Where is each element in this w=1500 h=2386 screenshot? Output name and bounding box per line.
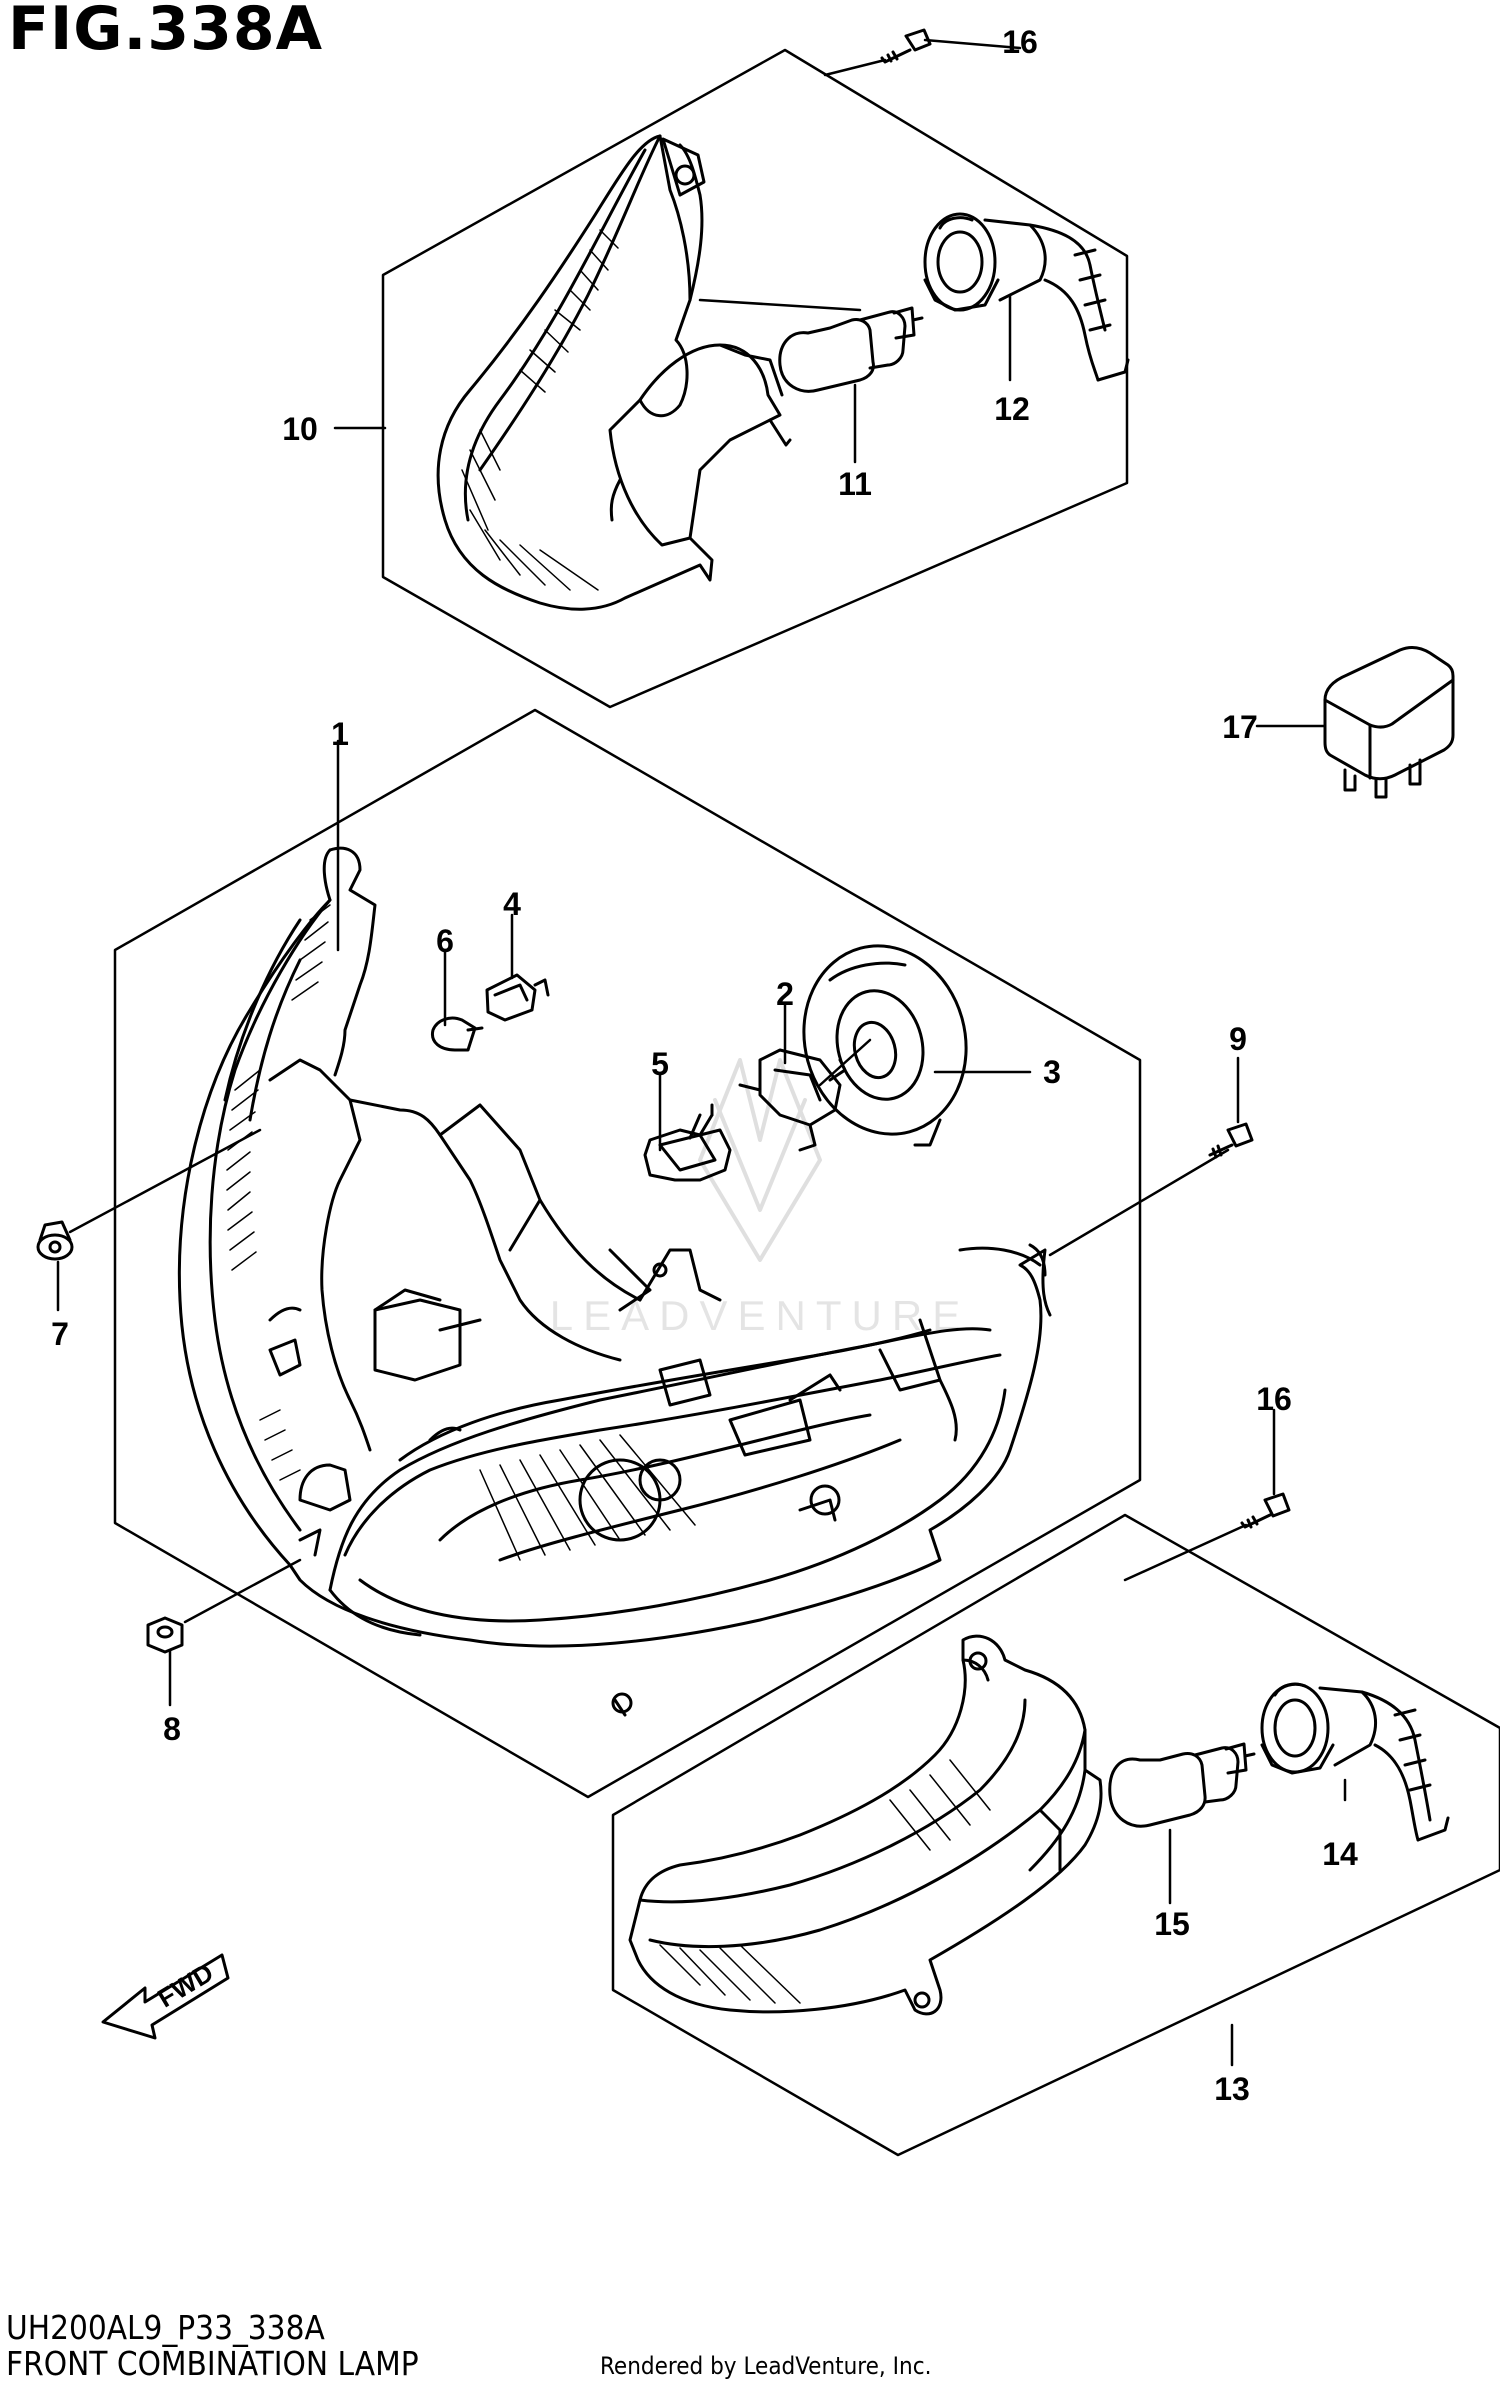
fwd-arrow (101, 1953, 230, 2040)
callout-10: 10 (282, 411, 318, 447)
callout-13: 13 (1214, 2071, 1250, 2107)
figure-title: FIG.338A (8, 0, 324, 64)
watermark-logo (698, 1058, 822, 1262)
callout-5: 5 (651, 1046, 669, 1082)
callout-15: 15 (1154, 1906, 1190, 1942)
bulb-6 (430, 1016, 484, 1052)
box-upper-signal (381, 48, 1129, 709)
diagram-code: UH200AL9_P33_338A (6, 2308, 325, 2347)
upper-socket-12 (923, 212, 1130, 382)
watermark-text: LEADVENTURE (550, 1292, 970, 1339)
leader-lines (56, 38, 1347, 2067)
lower-turn-signal-housing (628, 1634, 1103, 2016)
callout-1: 1 (331, 716, 349, 752)
callout-16-bottom: 16 (1256, 1381, 1292, 1417)
dust-cover-3 (802, 944, 968, 1147)
callout-4: 4 (503, 886, 521, 922)
nut-8 (146, 1616, 184, 1654)
relay-17 (1323, 645, 1455, 799)
upper-bulb-11 (778, 306, 924, 393)
callout-8: 8 (163, 1711, 181, 1747)
callout-12: 12 (994, 391, 1030, 427)
lower-socket-14 (1260, 1682, 1450, 1842)
callout-17: 17 (1222, 709, 1258, 745)
headlamp-bulb-5 (643, 1103, 732, 1182)
upper-turn-signal-housing (436, 134, 792, 611)
callout-11: 11 (838, 466, 872, 502)
screw-16-bottom (1240, 1492, 1291, 1529)
callout-6: 6 (436, 923, 454, 959)
callout-2: 2 (776, 976, 794, 1012)
box-headlamp (113, 708, 1142, 1799)
screw-16-top (880, 28, 932, 64)
diagram-name: FRONT COMBINATION LAMP (6, 2344, 419, 2383)
callout-3: 3 (1043, 1054, 1061, 1090)
box-lower-signal (611, 1513, 1500, 2157)
callout-14: 14 (1322, 1836, 1358, 1872)
render-credit: Rendered by LeadVenture, Inc. (600, 2352, 932, 2380)
lower-bulb-15 (1108, 1742, 1256, 1828)
callout-labels: 1 2 3 4 5 6 7 8 9 10 11 12 13 14 15 16 1… (51, 24, 1358, 2107)
socket-4 (485, 973, 550, 1022)
screw-9 (1208, 1122, 1254, 1159)
headlamp-housing (177, 846, 1052, 1717)
callout-9: 9 (1229, 1021, 1247, 1057)
callout-7: 7 (51, 1316, 69, 1352)
cap-7 (36, 1220, 74, 1261)
callout-16-top: 16 (1002, 24, 1038, 60)
